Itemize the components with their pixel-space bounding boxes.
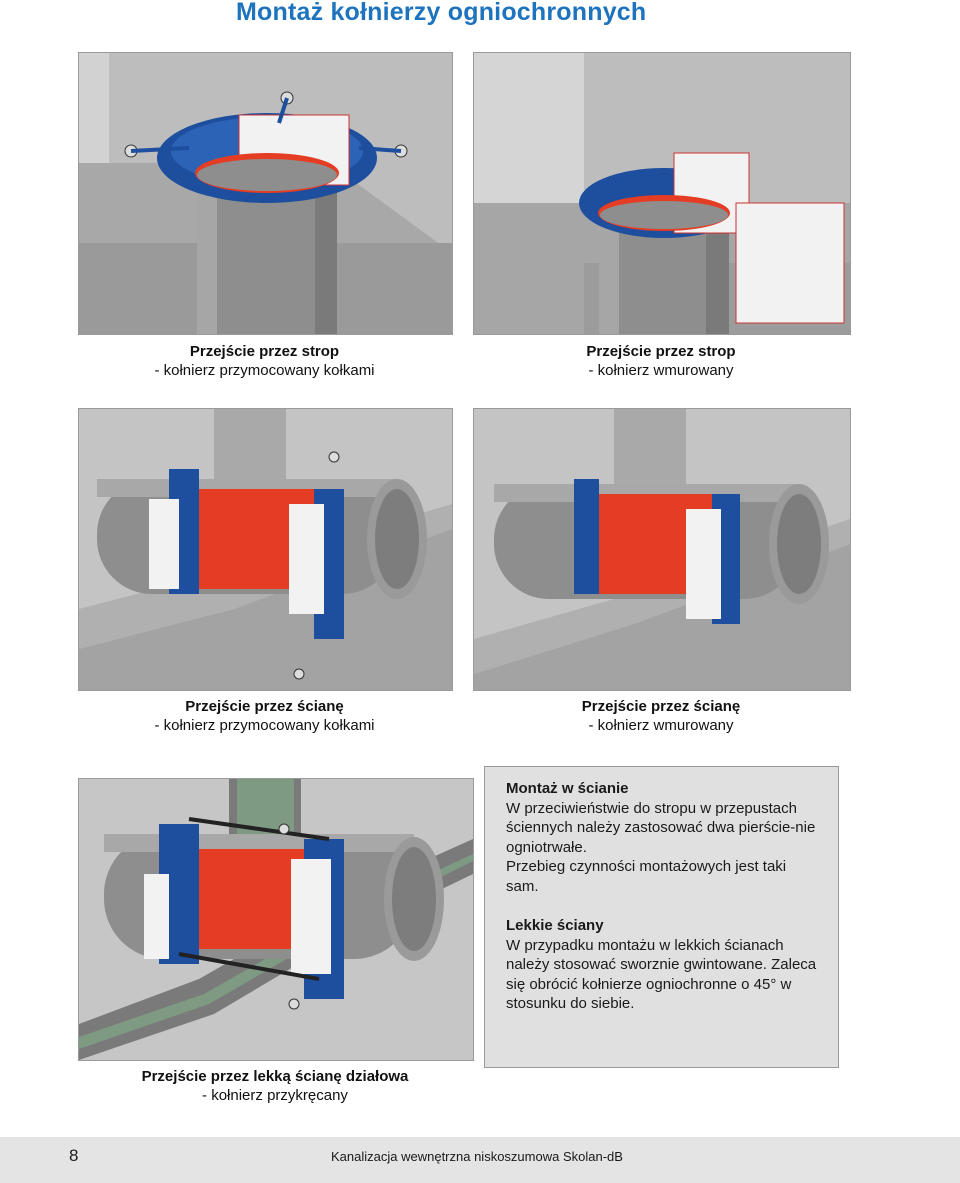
info-box: Montaż w ścianie W przeciwieństwie do st…: [484, 766, 839, 1068]
figure-ceiling-embedded: [473, 52, 851, 335]
figure-caption: Przejście przez ścianę - kołnierz wmurow…: [581, 698, 741, 734]
info-text: W przypadku montażu w lekkich ścianach n…: [506, 936, 817, 1013]
page-title: Montaż kołnierzy ogniochronnych: [236, 0, 647, 26]
figure-caption: Przejście przez ścianę - kołnierz przymo…: [154, 698, 375, 734]
figure-caption: Przejście przez strop - kołnierz przymoc…: [154, 343, 375, 379]
figure-light-wall: [78, 778, 474, 1061]
info-heading-wall: Montaż w ścianie: [506, 780, 629, 797]
info-text: Przebieg czynności montażowych jest taki…: [506, 858, 787, 895]
figure-wall-embedded: [473, 408, 851, 691]
page-footer: 8 Kanalizacja wewnętrzna niskoszumowa Sk…: [0, 1137, 960, 1183]
footer-text: Kanalizacja wewnętrzna niskoszumowa Skol…: [331, 1149, 623, 1164]
info-text: W przeciwieństwie do stropu w przepustac…: [506, 799, 816, 856]
info-heading-light-walls: Lekkie ściany: [506, 917, 604, 934]
figure-wall-doweled: [78, 408, 453, 691]
figure-caption: Przejście przez strop - kołnierz wmurowa…: [586, 343, 736, 379]
spacer: [506, 896, 818, 916]
page-number: 8: [69, 1146, 79, 1165]
figure-ceiling-doweled: [78, 52, 453, 335]
figure-caption: Przejście przez lekką ścianę działowa - …: [141, 1068, 409, 1104]
